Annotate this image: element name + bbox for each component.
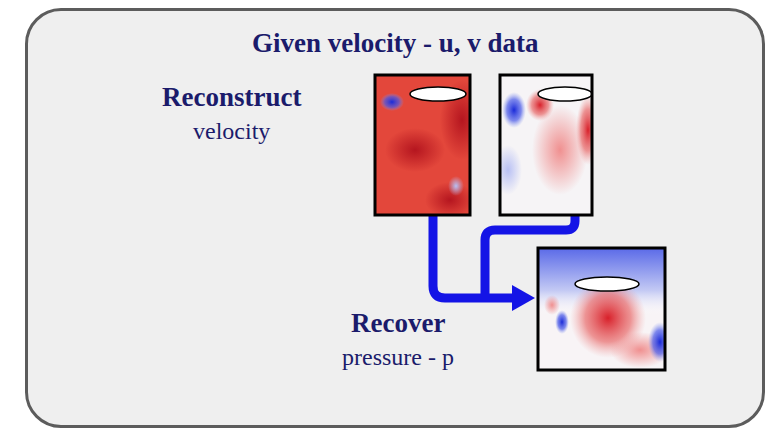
p-field <box>538 248 665 370</box>
step-subtitle: pressure - p <box>342 344 454 371</box>
v-field <box>500 75 592 215</box>
panel-ground <box>26 9 764 427</box>
arrowhead <box>512 285 535 311</box>
panel-title: Given velocity - u, v data <box>252 28 538 59</box>
flow-arrows <box>433 215 575 298</box>
step-heading: Recover <box>351 308 445 339</box>
step-subtitle: velocity <box>193 118 270 145</box>
u-field <box>375 75 470 215</box>
step-heading: Reconstruct <box>162 82 301 113</box>
